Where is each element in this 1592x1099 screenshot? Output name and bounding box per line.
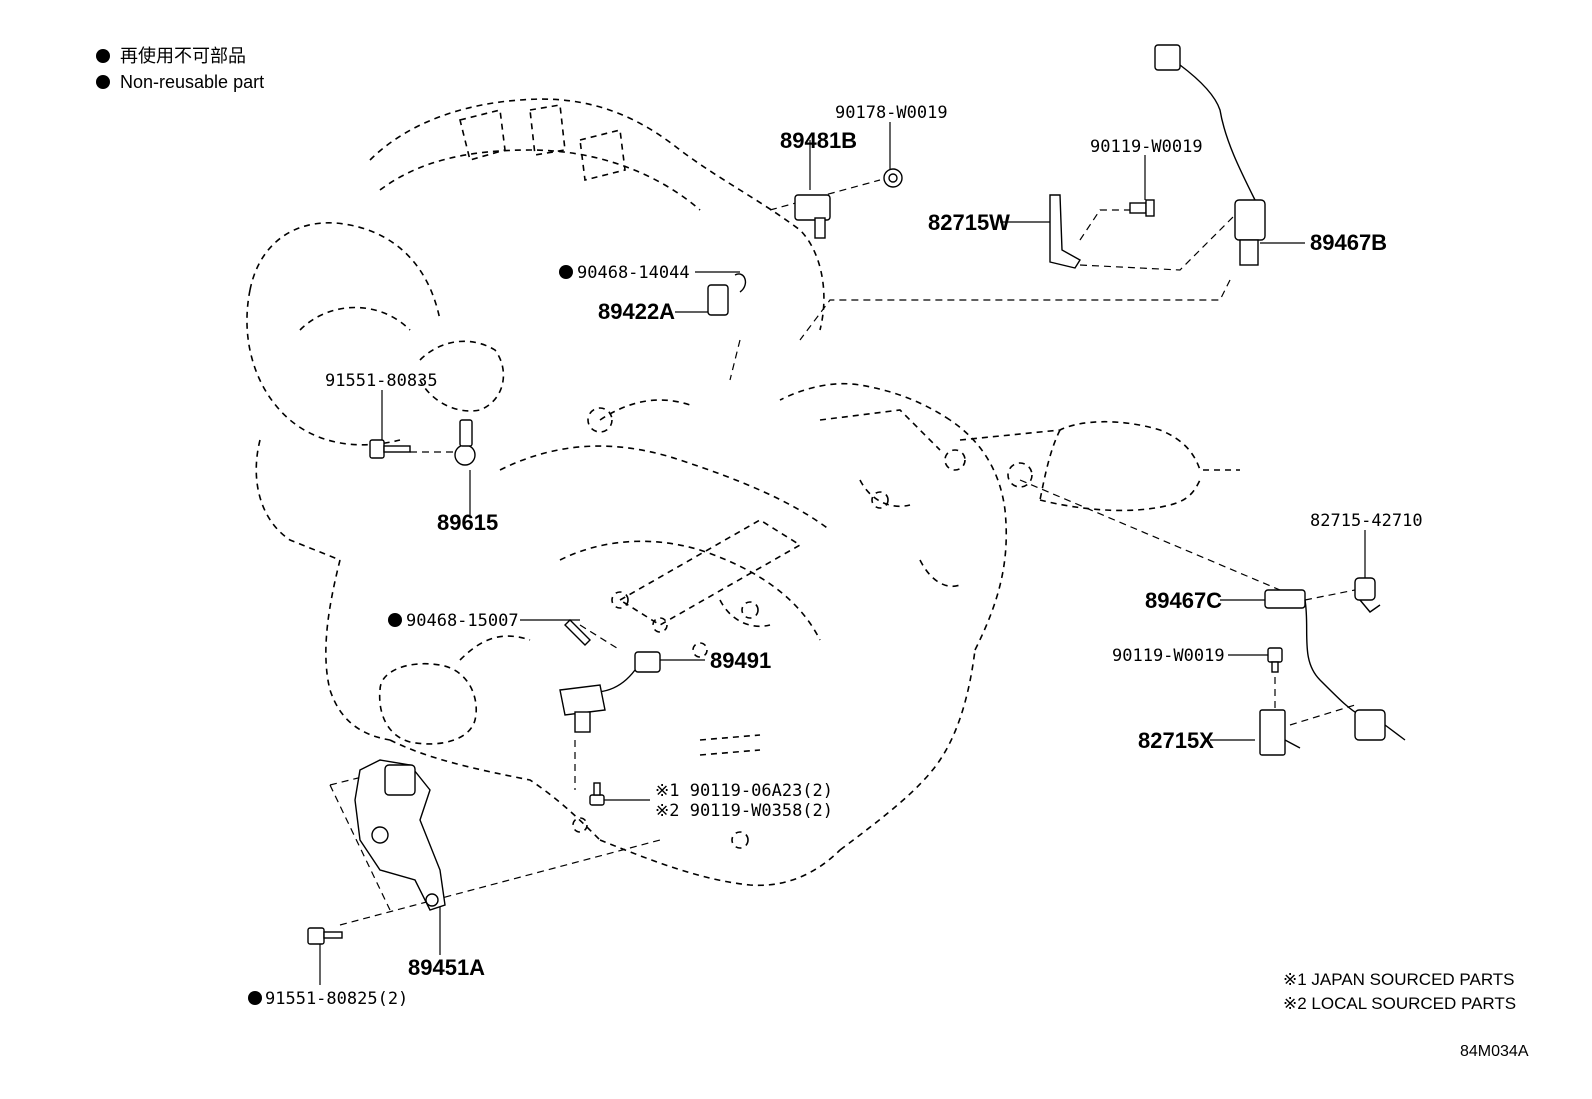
legend-en: Non-reusable part <box>96 72 264 92</box>
connection-lines <box>329 179 1356 926</box>
label-89467c: 89467C <box>1145 588 1222 613</box>
legend-jp: 再使用不可部品 <box>96 46 246 66</box>
label-91551-80835: 91551-80835 <box>325 371 438 391</box>
bracket-82715w-icon <box>1049 194 1081 269</box>
transaxle-outline <box>246 98 1240 887</box>
bracket-82715x-icon <box>1259 709 1301 756</box>
label-90119-w0358: ※2 90119-W0358(2) <box>655 801 833 821</box>
label-82715-42710: 82715-42710 <box>1310 511 1423 531</box>
label-90178-w0019: 90178-W0019 <box>835 103 948 123</box>
non-reusable-bullet-icon <box>248 991 262 1005</box>
label-90468-14044: 90468-14044 <box>577 263 690 283</box>
label-89481b: 89481B <box>780 128 857 153</box>
bolt-90119-mid-icon <box>1267 647 1283 673</box>
label-89422a: 89422A <box>598 299 675 324</box>
note-local-sourced: ※2 LOCAL SOURCED PARTS <box>1283 994 1516 1013</box>
sensor-89422a-icon <box>707 273 747 316</box>
sensor-89467b-icon <box>1154 44 1266 266</box>
sensor-89467c-icon <box>1264 589 1406 741</box>
bolt-90119-top-icon <box>1129 199 1155 217</box>
sensor-89481b-icon <box>794 194 831 239</box>
label-90119-w0019-top: 90119-W0019 <box>1090 137 1203 157</box>
label-89615: 89615 <box>437 510 498 535</box>
sensor-89491-icon <box>559 651 661 733</box>
nut-90178-icon <box>883 168 903 188</box>
label-90468-15007: 90468-15007 <box>406 611 519 631</box>
note-japan-sourced: ※1 JAPAN SOURCED PARTS <box>1283 970 1515 989</box>
legend-en-text: Non-reusable part <box>120 72 265 92</box>
label-89491: 89491 <box>710 648 771 673</box>
label-90119-06a23: ※1 90119-06A23(2) <box>655 781 833 801</box>
bolt-90119-bottom-icon <box>589 782 605 806</box>
clamp-82715-42710-icon <box>1354 577 1381 613</box>
label-89467b: 89467B <box>1310 230 1387 255</box>
label-89451a: 89451A <box>408 955 485 980</box>
label-91551-80825: 91551-80825(2) <box>265 989 408 1009</box>
non-reusable-bullet-icon <box>96 49 110 63</box>
components <box>307 44 1406 945</box>
label-90119-w0019-mid: 90119-W0019 <box>1112 646 1225 666</box>
non-reusable-bullet-icon <box>96 75 110 89</box>
non-reusable-bullet-icon <box>559 265 573 279</box>
bolt-91551-80825-icon <box>307 927 343 945</box>
sensor-89615-icon <box>454 419 476 466</box>
label-82715w: 82715W <box>928 210 1010 235</box>
non-reusable-bullet-icon <box>388 613 402 627</box>
legend-jp-text: 再使用不可部品 <box>120 46 246 66</box>
leader-lines <box>319 122 1366 985</box>
bolt-91551-80835-icon <box>369 439 411 459</box>
clip-90468-15007-icon <box>564 619 591 646</box>
switch-89451a-icon <box>354 759 446 911</box>
diagram-code: 84M034A <box>1460 1043 1529 1060</box>
label-82715x: 82715X <box>1138 728 1214 753</box>
